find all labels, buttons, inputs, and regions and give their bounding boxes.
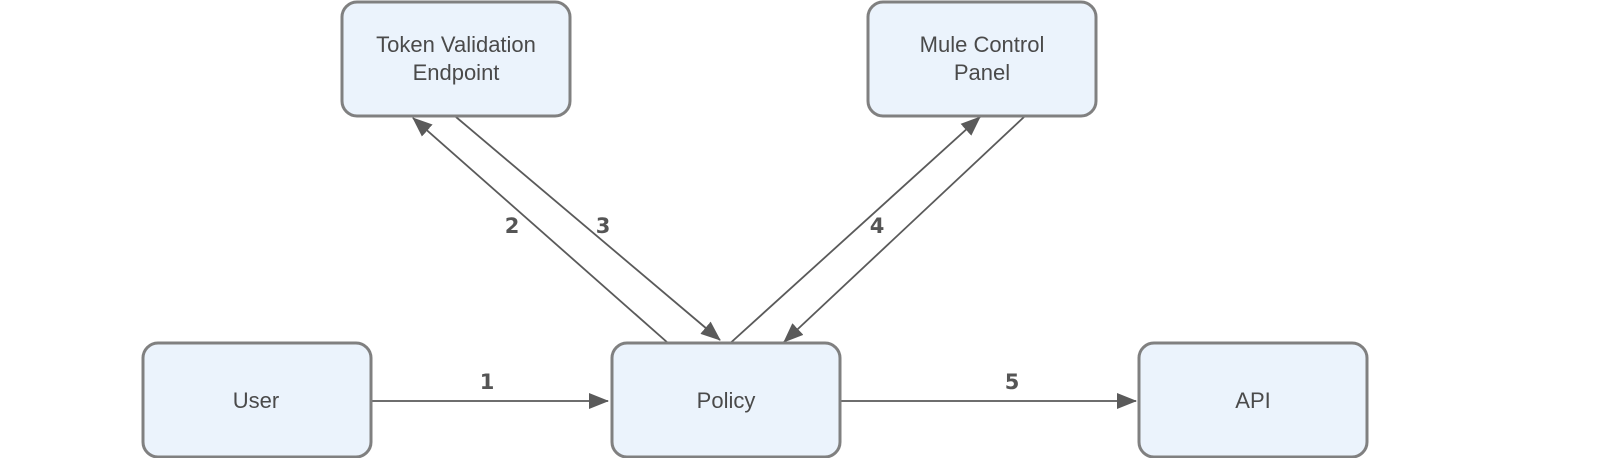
node-mule-label-line2: Panel xyxy=(954,60,1010,85)
edge-label-5: 5 xyxy=(1005,370,1020,394)
edge-label-1: 1 xyxy=(480,370,495,394)
edge-token-to-policy xyxy=(455,116,721,341)
node-mule-label-line1: Mule Control xyxy=(920,32,1045,57)
node-token-label-line2: Endpoint xyxy=(413,60,500,85)
edge-label-4: 4 xyxy=(870,214,885,238)
node-api-label: API xyxy=(1235,388,1270,413)
node-user: User xyxy=(141,341,373,458)
edge-mule-to-policy xyxy=(783,116,1025,343)
edge-policy-to-mule xyxy=(725,116,981,348)
node-api: API xyxy=(1137,341,1369,458)
node-mule-control-panel: Mule Control Panel xyxy=(866,0,1098,118)
edge-label-3: 3 xyxy=(596,214,611,238)
node-user-label: User xyxy=(233,388,279,413)
node-policy-label: Policy xyxy=(697,388,756,413)
edge-policy-to-token xyxy=(412,117,669,344)
node-policy: Policy xyxy=(610,341,842,458)
node-token-validation-endpoint: Token Validation Endpoint xyxy=(340,0,572,118)
edge-label-2: 2 xyxy=(505,214,520,238)
node-token-label-line1: Token Validation xyxy=(376,32,536,57)
